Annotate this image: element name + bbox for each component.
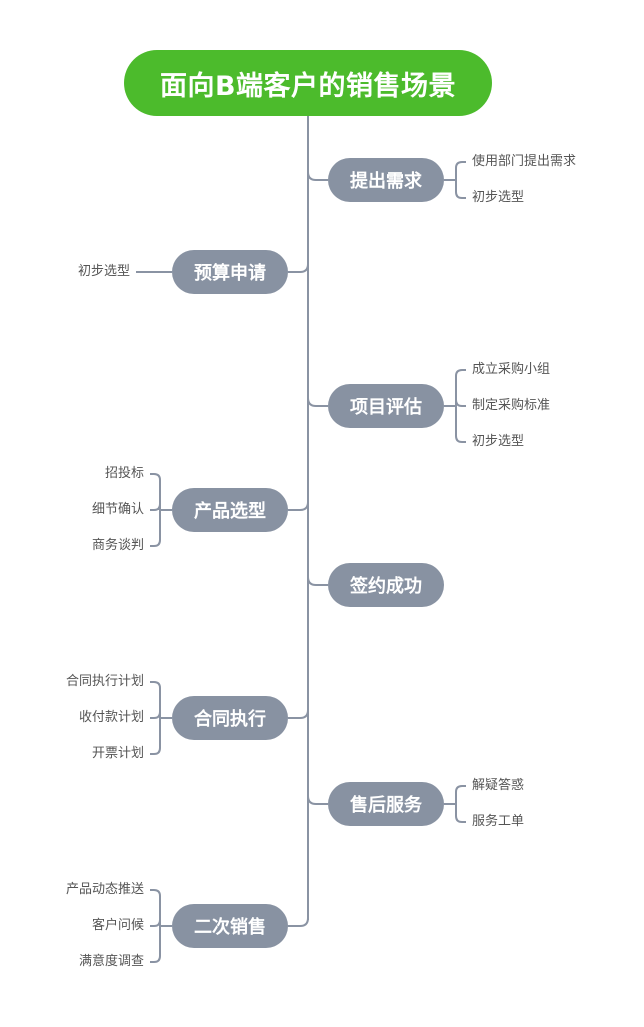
- leaf-item[interactable]: 成立采购小组: [472, 362, 551, 377]
- branch-node[interactable]: 二次销售: [172, 904, 288, 948]
- branch-node[interactable]: 产品选型: [172, 488, 288, 532]
- leaf-connector: [150, 473, 161, 510]
- leaf-item[interactable]: 解疑答惑: [472, 778, 525, 793]
- leaf-connector: [455, 406, 466, 443]
- branch-connector: [288, 263, 309, 273]
- leaf-item[interactable]: 收付款计划: [78, 710, 144, 725]
- leaf-connector: [150, 718, 161, 755]
- branch-node[interactable]: 预算申请: [172, 250, 288, 294]
- branch-connector: [307, 576, 328, 586]
- leaf-connector: [150, 919, 161, 927]
- leaf-item[interactable]: 使用部门提出需求: [472, 154, 577, 169]
- leaf-item[interactable]: 合同执行计划: [65, 674, 144, 689]
- leaf-item[interactable]: 商务谈判: [91, 538, 144, 553]
- leaf-connector: [455, 180, 466, 199]
- branch-node[interactable]: 售后服务: [328, 782, 444, 826]
- branch-connector: [307, 171, 328, 181]
- leaf-item[interactable]: 产品动态推送: [65, 882, 144, 897]
- branch-connector: [288, 501, 309, 511]
- leaf-connector: [455, 785, 466, 804]
- branch-node[interactable]: 签约成功: [328, 563, 444, 607]
- leaf-item[interactable]: 初步选型: [472, 434, 525, 449]
- leaf-item[interactable]: 初步选型: [77, 264, 130, 279]
- leaf-connector: [455, 804, 466, 823]
- branch-connector: [288, 709, 309, 719]
- leaf-connector: [150, 711, 161, 719]
- leaf-connector: [150, 889, 161, 926]
- leaf-connector: [150, 681, 161, 718]
- leaf-item[interactable]: 初步选型: [472, 190, 525, 205]
- root-topic[interactable]: 面向B端客户的销售场景: [124, 50, 492, 116]
- leaf-item[interactable]: 招投标: [104, 466, 144, 481]
- leaf-item[interactable]: 服务工单: [472, 814, 525, 829]
- leaf-item[interactable]: 制定采购标准: [472, 398, 551, 413]
- leaf-connector: [150, 503, 161, 511]
- leaf-connector: [455, 161, 466, 180]
- branch-connector: [288, 917, 309, 927]
- leaf-connector: [455, 369, 466, 406]
- leaf-item[interactable]: 客户问候: [91, 918, 144, 933]
- branch-node[interactable]: 项目评估: [328, 384, 444, 428]
- leaf-connector: [455, 399, 466, 407]
- branch-connector: [307, 397, 328, 407]
- leaf-connector: [150, 510, 161, 547]
- leaf-item[interactable]: 细节确认: [91, 502, 144, 517]
- branch-connector: [307, 795, 328, 805]
- leaf-item[interactable]: 开票计划: [91, 746, 144, 761]
- leaf-item[interactable]: 满意度调查: [78, 954, 144, 969]
- leaf-connector: [150, 926, 161, 963]
- branch-node[interactable]: 提出需求: [328, 158, 444, 202]
- branch-node[interactable]: 合同执行: [172, 696, 288, 740]
